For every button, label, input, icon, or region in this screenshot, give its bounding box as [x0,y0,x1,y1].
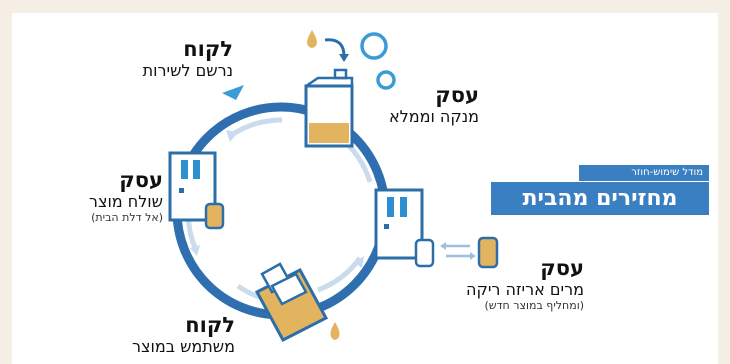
step-business-ships: עסק שולח מוצר (אל דלת הבית) [23,168,163,225]
title-kicker: מודל שימוש-חוזר [579,165,709,181]
door-icon [374,188,435,268]
fill-arrow [324,38,346,57]
play-triangle-icon [222,85,244,100]
bubbles-icon [360,32,396,90]
droplet-icon [307,30,317,48]
door-icon [168,151,225,230]
step-customer-registers: לקוח נרשם לשירות [73,37,233,80]
step-heading: עסק [540,256,584,280]
step-heading: עסק [435,83,479,107]
pouring-bottle-icon [254,262,329,343]
step-customer-uses: לקוח משתמש במוצר [95,313,235,356]
step-text: שולח מוצר [88,192,163,211]
diagram-title: מחזירים מהבית [491,182,709,215]
exchange-arrows [440,242,476,260]
step-text: נרשם לשירות [142,61,233,80]
title-tag: מודל שימוש-חוזר מחזירים מהבית [489,165,709,217]
step-text: משתמש במוצר [131,337,235,356]
step-text: מרים אריזה ריקה [466,280,584,299]
step-heading: לקוח [185,313,235,337]
bottle-icon [304,68,354,148]
droplet-icon [330,322,340,340]
step-note: (אל דלת הבית) [91,211,163,224]
step-text: מנקה וממלא [388,107,479,126]
step-heading: לקוח [183,37,233,61]
step-note: (ומחליף במוצר חדש) [484,299,584,312]
step-business-collects: עסק מרים אריזה ריקה (ומחליף במוצר חדש) [384,256,584,313]
container-icon [477,236,499,269]
step-heading: עסק [119,168,163,192]
step-business-cleans: עסק מנקה וממלא [339,83,479,126]
